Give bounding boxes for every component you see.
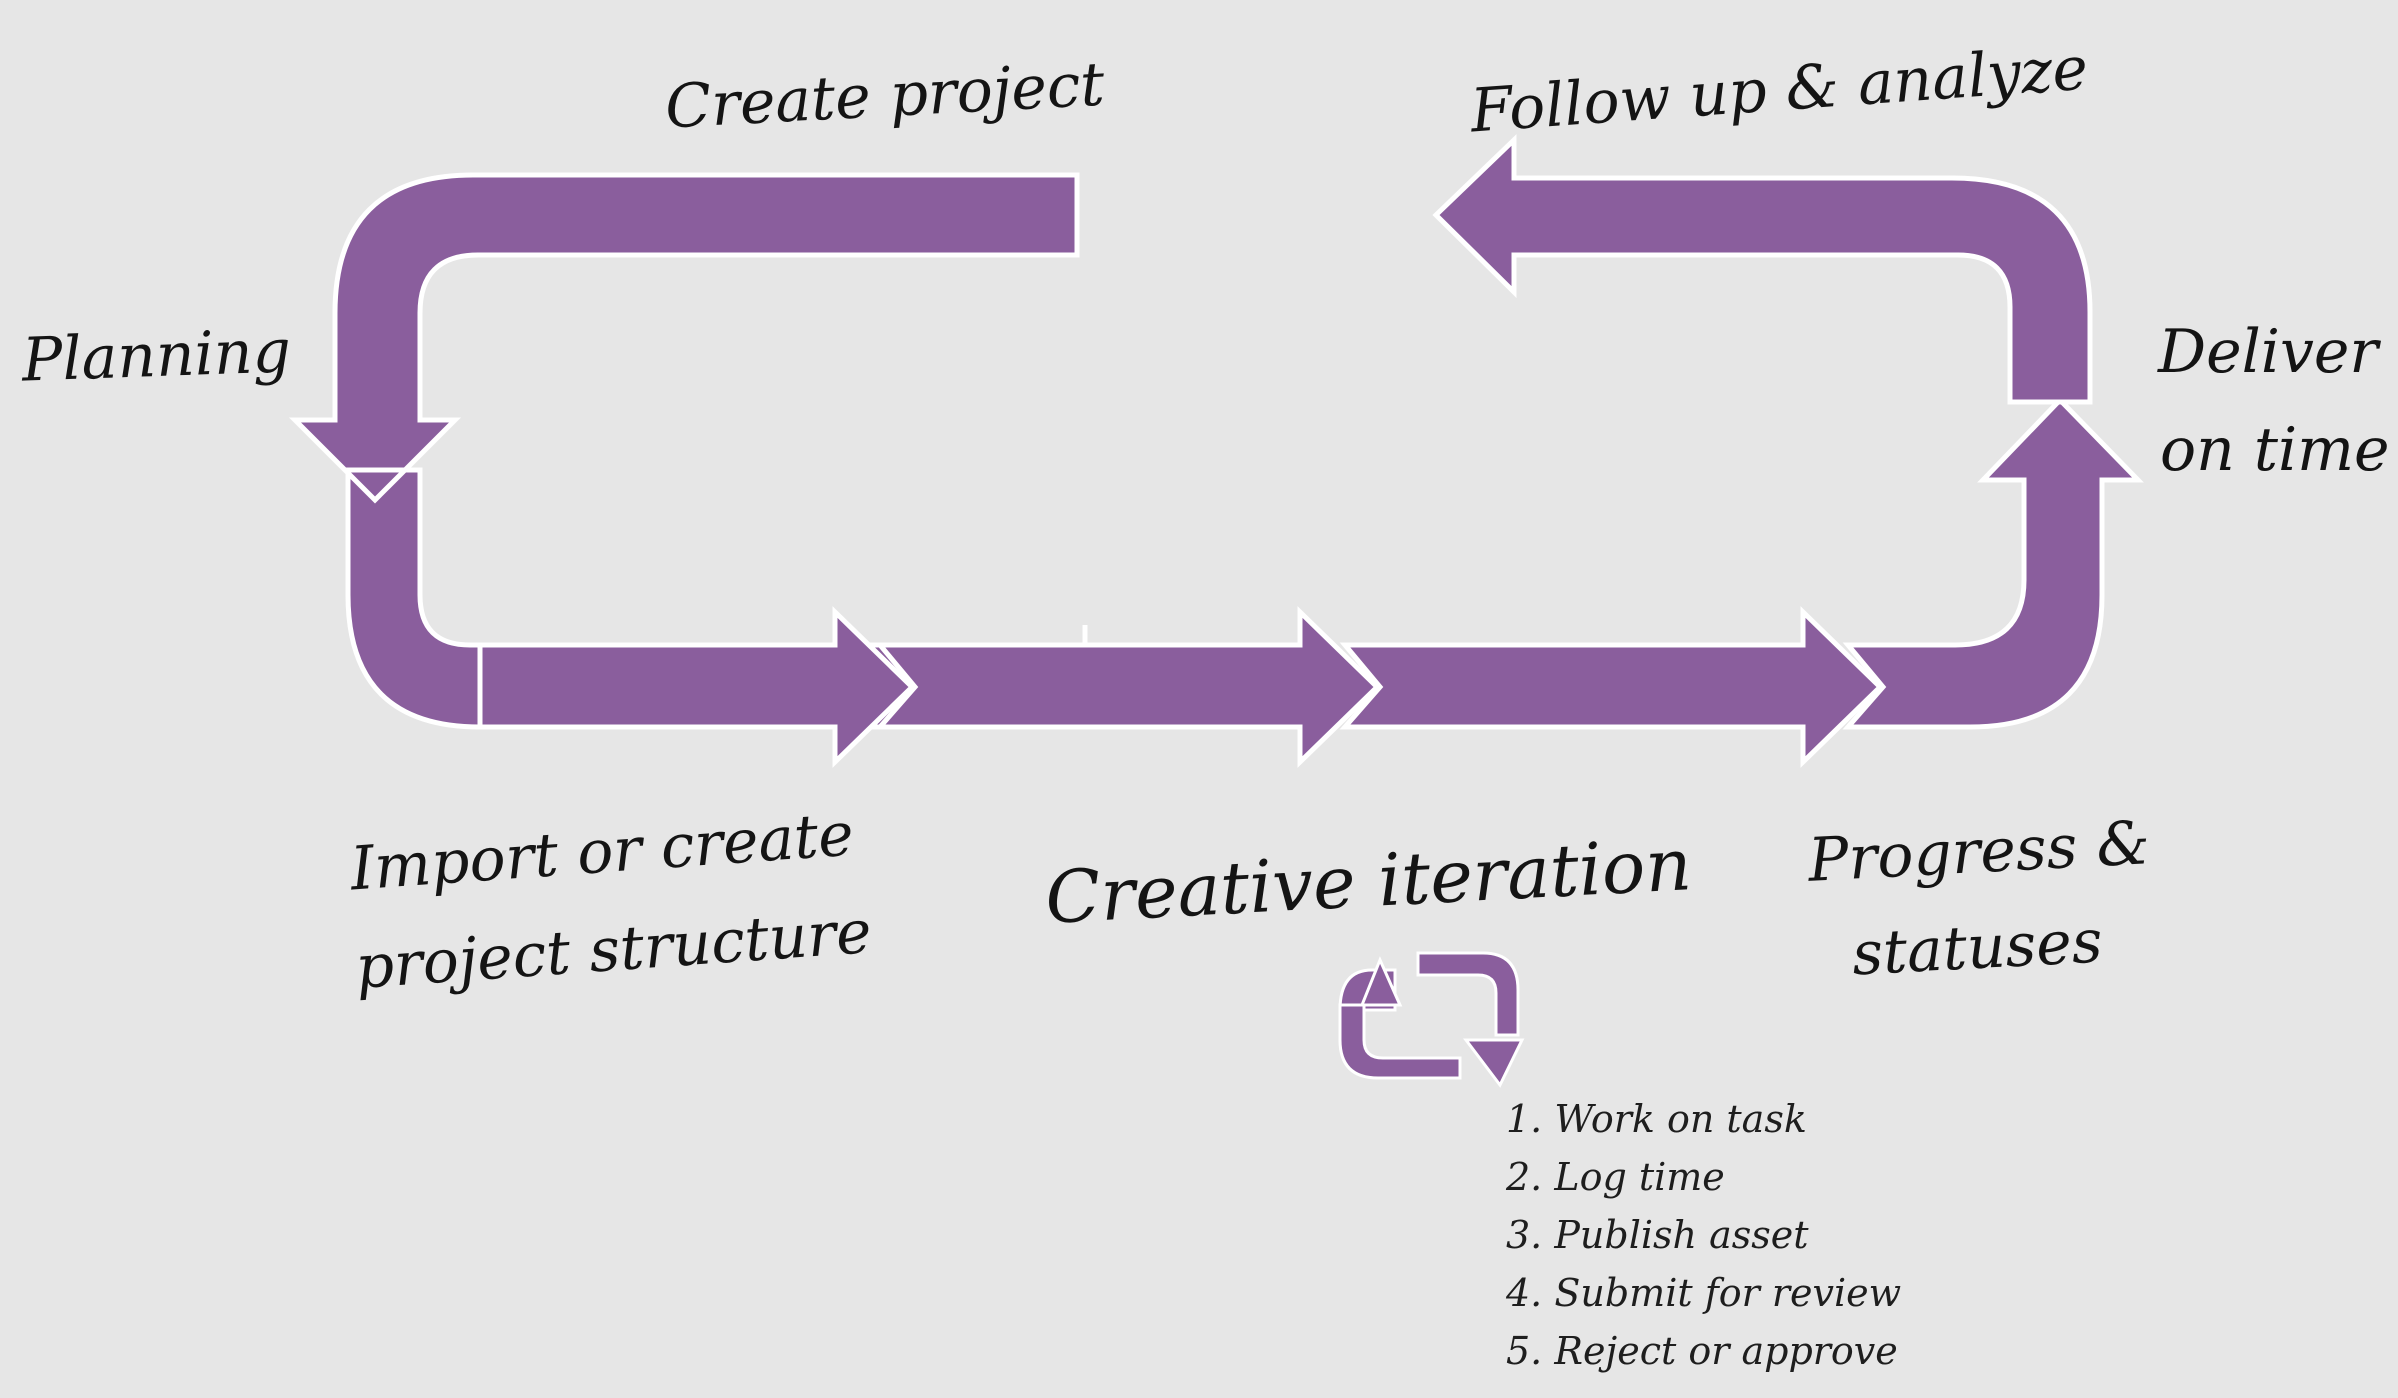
iteration-steps-list: 1. Work on task 2. Log time 3. Publish a… bbox=[1506, 1090, 1901, 1380]
step-item: 3. Publish asset bbox=[1506, 1213, 1809, 1257]
right-loop-arrow bbox=[1842, 396, 2144, 730]
top-right-return-arrow bbox=[1432, 134, 2093, 405]
step-item: 5. Reject or approve bbox=[1506, 1329, 1898, 1373]
repeat-loop-icon bbox=[1338, 951, 1525, 1088]
step-item: 1. Work on task bbox=[1506, 1097, 1807, 1141]
bottom-arrow-2 bbox=[874, 606, 1381, 768]
step-item: 2. Log time bbox=[1506, 1155, 1725, 1199]
step-item: 4. Submit for review bbox=[1506, 1271, 1902, 1315]
label-deliver-line1: Deliver bbox=[2158, 317, 2379, 387]
label-progress-line1: Progress & bbox=[1806, 808, 2152, 896]
label-progress-line2: statuses bbox=[1850, 906, 2105, 990]
bottom-arrow-1 bbox=[477, 606, 916, 768]
label-deliver-line2: on time bbox=[2160, 415, 2390, 485]
bottom-arrow-3 bbox=[1339, 606, 1884, 768]
label-planning: Planning bbox=[20, 316, 292, 396]
